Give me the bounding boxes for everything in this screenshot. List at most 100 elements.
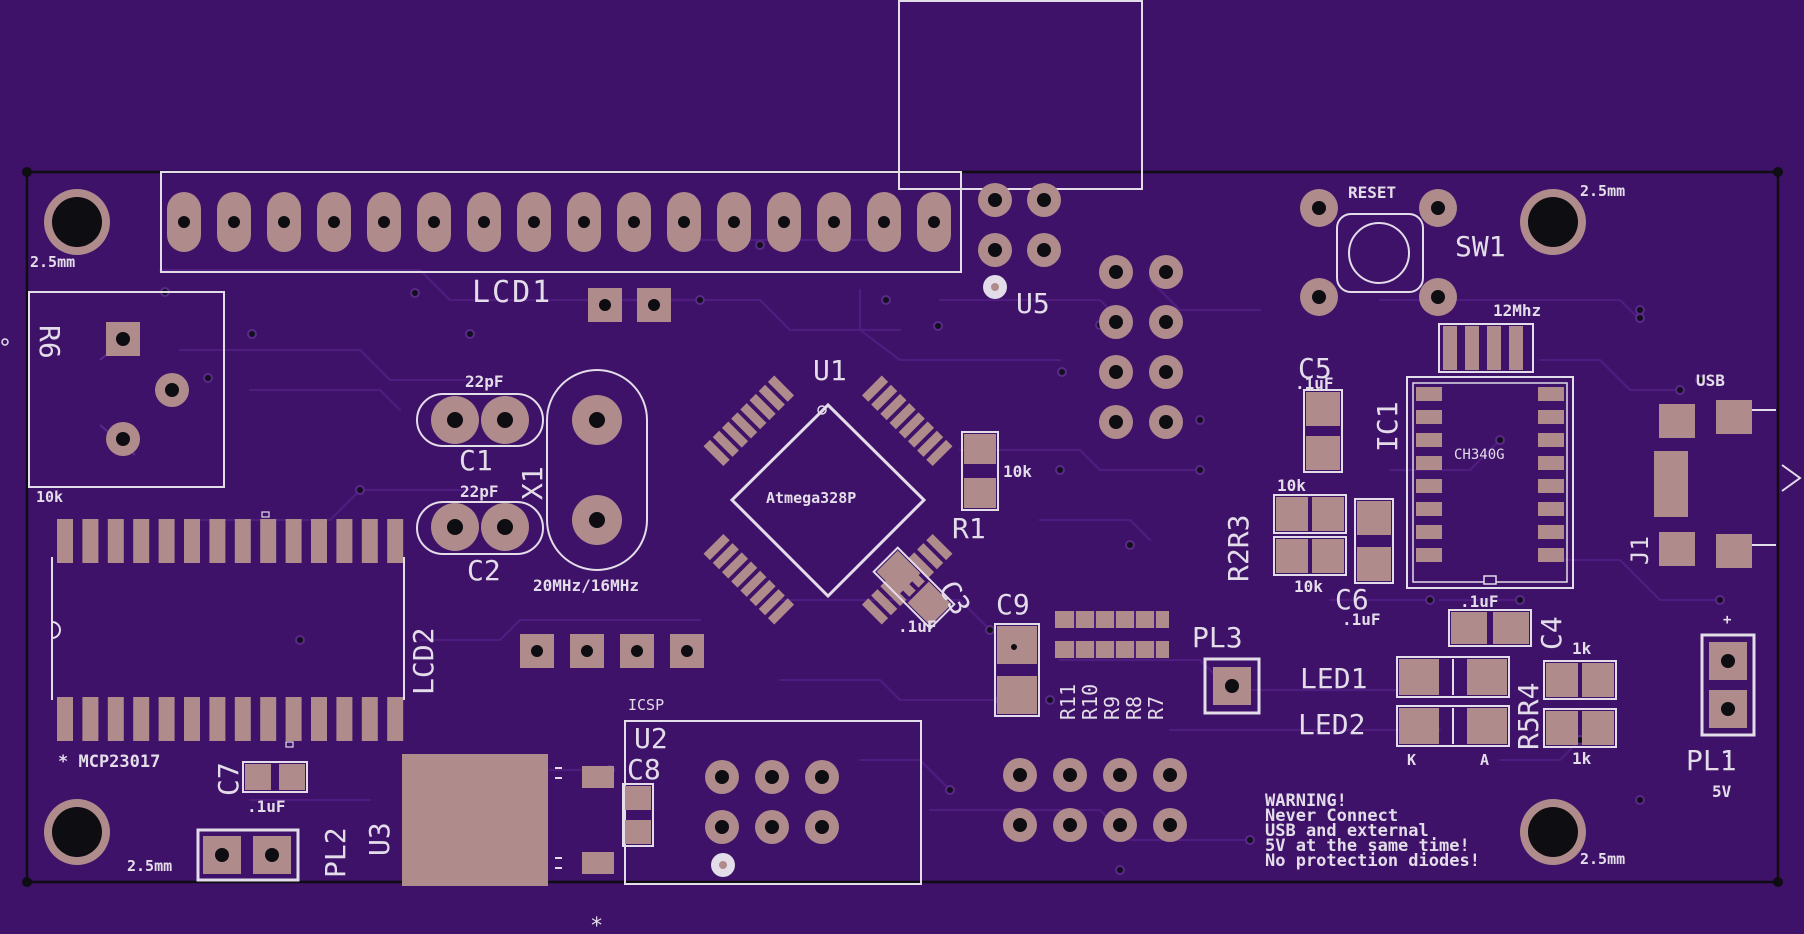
c4-label: C4 — [1535, 616, 1568, 650]
lcd2-pad — [184, 697, 200, 741]
led2-footprint — [1396, 705, 1510, 747]
pl1-value: 5V — [1712, 782, 1732, 801]
r10-label: R10 — [1078, 684, 1102, 720]
lcd2-pad — [361, 697, 378, 741]
lcd1-pin — [467, 192, 501, 252]
sw1-label: SW1 — [1455, 230, 1506, 263]
header-pin — [1149, 405, 1183, 439]
lcd2-pad — [133, 697, 150, 741]
ic1-pad — [1416, 525, 1442, 539]
u1-pad — [926, 533, 953, 561]
led2-label: LED2 — [1298, 708, 1365, 741]
pl3-label: PL3 — [1192, 621, 1243, 654]
header-pin — [1103, 808, 1137, 842]
c4-footprint — [1448, 609, 1532, 647]
u1-pad — [861, 375, 889, 402]
r2-value: 10k — [1277, 476, 1306, 495]
u1-pad — [703, 533, 730, 561]
lcd1-pin — [917, 192, 951, 252]
pl1-minus: - — [1724, 748, 1732, 764]
pl1-plus: + — [1723, 612, 1731, 628]
lcd1-pin — [717, 192, 751, 252]
header-pin — [1099, 305, 1133, 339]
lcd2-label: LCD2 — [407, 628, 440, 695]
lcd2-pad — [285, 519, 302, 563]
lcd2-chip — [51, 511, 405, 748]
u1-pad — [917, 430, 944, 457]
u1-pad — [712, 430, 739, 457]
header-pin — [1153, 758, 1187, 792]
c6-value: .1uF — [1342, 610, 1381, 629]
lcd2-pad — [184, 519, 200, 563]
lcd2-pad — [57, 519, 73, 563]
u1-pad — [898, 412, 925, 439]
lcd2-pad — [311, 697, 327, 741]
icsp-pin — [755, 810, 789, 844]
mounting-hole-br — [1520, 799, 1586, 865]
header-pin — [1153, 808, 1187, 842]
lcd1-pin — [567, 192, 601, 252]
u1-pad — [758, 384, 785, 411]
u1-pad — [871, 384, 898, 411]
board-corner-markers — [22, 167, 1783, 887]
u1-pad — [703, 439, 730, 467]
xtal-12mhz — [1438, 323, 1534, 373]
lcd2-pad — [107, 697, 124, 741]
ic1-pad — [1416, 456, 1442, 470]
fiducial-left — [1, 338, 9, 346]
icsp-pin — [755, 760, 789, 794]
r6-label: R6 — [33, 325, 66, 359]
ic1-pad — [1538, 387, 1564, 401]
xtal-value: 12Mhz — [1493, 301, 1541, 320]
header-pin — [1053, 808, 1087, 842]
lcd2-pad — [158, 519, 175, 563]
pl1-power-header — [1700, 633, 1756, 737]
lcd1-pin — [167, 192, 201, 252]
icsp-pin — [805, 760, 839, 794]
c2-footprint — [416, 501, 544, 555]
r1-value: 10k — [1003, 462, 1032, 481]
u1-chip — [703, 375, 953, 625]
r4-footprint — [1543, 660, 1617, 700]
lcd2-pad — [107, 519, 124, 563]
j1-label: J1 — [1626, 536, 1654, 565]
lcd1-pins — [167, 192, 951, 252]
lcd2-pad — [311, 519, 327, 563]
r3-footprint — [1273, 536, 1347, 576]
lcd1-pin — [217, 192, 251, 252]
ic1-pad — [1416, 433, 1442, 447]
ic1-chip-name: CH340G — [1454, 447, 1505, 463]
pl3-testpoint — [1203, 657, 1261, 715]
ic1-pad — [1538, 456, 1564, 470]
c1-footprint — [416, 393, 544, 447]
led-k-label: K — [1407, 751, 1416, 769]
lcd1-pin — [817, 192, 851, 252]
u1-pad — [721, 552, 749, 579]
pads-row-4 — [520, 634, 704, 668]
mcp-label: * MCP23017 — [58, 752, 160, 772]
r2-footprint — [1273, 494, 1347, 534]
lcd2-pad — [336, 697, 353, 741]
x1-footprint — [546, 369, 648, 571]
header-pin — [1149, 305, 1183, 339]
r5-value: 1k — [1572, 749, 1592, 768]
lcd1-outline — [160, 171, 962, 273]
header-2x4-top — [1099, 255, 1183, 439]
r7-label: R7 — [1144, 696, 1168, 720]
u1-pad — [861, 598, 889, 625]
hole-label-tr: 2.5mm — [1580, 182, 1625, 200]
x1-value: 20MHz/16MHz — [533, 576, 639, 595]
ic1-label: IC1 — [1371, 401, 1404, 452]
usb-edge-marker — [1781, 464, 1802, 492]
resistor-array-r7-r11 — [1055, 611, 1169, 658]
header-pin — [1149, 255, 1183, 289]
ic1-pad — [1538, 525, 1564, 539]
r1-label: R1 — [952, 512, 986, 545]
lcd1-pin — [267, 192, 301, 252]
header-pin — [1149, 355, 1183, 389]
c6-footprint — [1354, 498, 1394, 584]
u1-pad — [926, 439, 953, 467]
c9-label: C9 — [996, 588, 1030, 621]
ic1-chip — [1406, 376, 1574, 589]
